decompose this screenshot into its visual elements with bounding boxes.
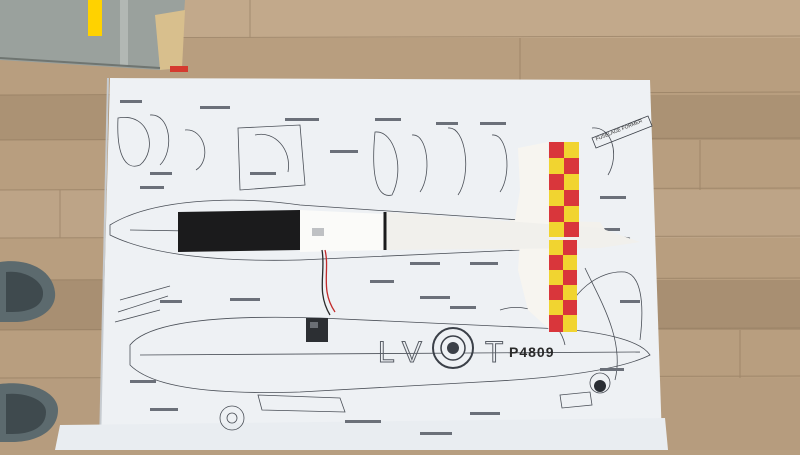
foam-model bbox=[178, 142, 640, 342]
checker-rudder-lower bbox=[549, 240, 577, 332]
checker-rudder-upper bbox=[549, 142, 579, 237]
foam-fin-lower bbox=[518, 240, 550, 330]
plan-registration-code: P4809 bbox=[509, 344, 555, 360]
svg-text:T: T bbox=[485, 336, 503, 369]
svg-text:L V: L V bbox=[378, 336, 422, 369]
plan-annotations bbox=[120, 100, 640, 435]
ribbon-box bbox=[591, 115, 653, 149]
roundel: L V T bbox=[378, 327, 606, 392]
fuselage-white-section bbox=[300, 210, 385, 252]
shoes bbox=[0, 261, 58, 442]
servo bbox=[306, 318, 328, 342]
foam-fin-upper bbox=[512, 142, 550, 238]
wing-panel bbox=[0, 0, 188, 72]
servo-wires bbox=[306, 249, 336, 342]
fuselage-black-section bbox=[178, 210, 300, 252]
